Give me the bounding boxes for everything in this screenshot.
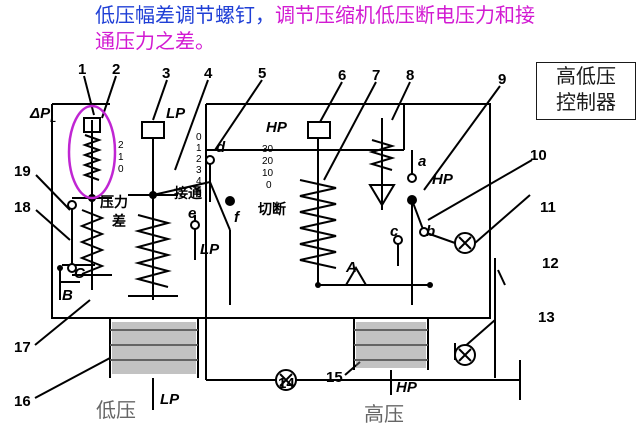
scale-hp-2: 10 xyxy=(262,168,274,179)
num-19: 19 xyxy=(14,163,31,180)
label-hp-bottom: HP xyxy=(396,379,418,396)
label-B: B xyxy=(62,287,73,304)
scale-mid-3: 3 xyxy=(196,165,202,176)
label-lp-mid: LP xyxy=(200,241,220,258)
num-1: 1 xyxy=(78,61,86,78)
label-d: d xyxy=(216,139,226,156)
label-f: f xyxy=(234,209,241,226)
badge-line1: 高低压 xyxy=(556,64,616,88)
label-dp: ΔPL xyxy=(29,105,56,125)
num-7: 7 xyxy=(372,67,380,84)
num-13: 13 xyxy=(538,309,555,326)
label-b: b xyxy=(426,223,435,240)
caption-blue: 低压幅差调节螺钉， xyxy=(95,3,275,27)
label-e: e xyxy=(188,205,196,222)
label-hp-right: HP xyxy=(432,171,454,188)
lamp-14 xyxy=(275,369,297,391)
num-15: 15 xyxy=(326,369,343,386)
label-a: a xyxy=(418,153,426,170)
schematic: 1 2 3 4 5 6 7 8 9 10 11 12 13 14 15 16 1… xyxy=(14,61,559,410)
num-11: 11 xyxy=(540,199,556,216)
scale-hp-0: 30 xyxy=(262,144,274,155)
num-14: 14 xyxy=(278,375,295,392)
num-16: 16 xyxy=(14,393,31,410)
scale-left-1: 1 xyxy=(118,152,124,163)
diagram: 低压幅差调节螺钉，调节压缩机低压断电压力和接通压力之差。 高低压 控制器 xyxy=(14,2,636,426)
caption-magenta: 调节压缩机低压断电压力和接通压力之差。 xyxy=(95,3,535,53)
controller-badge: 高低压 控制器 xyxy=(536,62,636,120)
label-C: C xyxy=(74,265,86,282)
lp-bellows xyxy=(112,322,196,374)
hp-bellows xyxy=(356,322,426,368)
label-lp-top: LP xyxy=(166,105,186,122)
label-cutoff: 切断 xyxy=(258,201,286,218)
scale-hp-3: 0 xyxy=(266,180,272,191)
scale-left-2: 0 xyxy=(118,164,124,175)
scale-mid-0: 0 xyxy=(196,132,202,143)
scale-mid-4: 4 xyxy=(196,176,202,187)
label-pressure-diff-2: 差 xyxy=(112,213,126,230)
caption: 低压幅差调节螺钉，调节压缩机低压断电压力和接通压力之差。 xyxy=(95,2,535,54)
num-8: 8 xyxy=(406,67,414,84)
label-c: c xyxy=(390,223,399,240)
label-low-pressure: 低压 xyxy=(96,398,136,422)
housing-outline xyxy=(51,103,491,319)
num-10: 10 xyxy=(530,147,547,164)
num-18: 18 xyxy=(14,199,31,216)
label-hp-top: HP xyxy=(266,119,288,136)
num-9: 9 xyxy=(498,71,506,88)
lamp-11 xyxy=(454,232,476,254)
badge-line2: 控制器 xyxy=(556,90,616,114)
scale-mid-1: 1 xyxy=(196,143,202,154)
num-3: 3 xyxy=(162,65,170,82)
label-lp-bottom: LP xyxy=(160,391,180,408)
label-connect: 接通 xyxy=(174,185,202,202)
scale-mid-2: 2 xyxy=(196,154,202,165)
label-pressure-diff-1: 压力 xyxy=(100,194,128,211)
num-5: 5 xyxy=(258,65,266,82)
num-2: 2 xyxy=(112,61,120,78)
num-17: 17 xyxy=(14,339,31,356)
highlight-ellipse xyxy=(67,104,117,200)
lamp-13 xyxy=(454,344,476,366)
scale-left-0: 2 xyxy=(118,140,124,151)
scale-mid-5: 5 xyxy=(196,187,202,198)
num-6: 6 xyxy=(338,67,346,84)
num-4: 4 xyxy=(204,65,213,82)
scale-hp-1: 20 xyxy=(262,156,274,167)
num-12: 12 xyxy=(542,255,559,272)
label-A: A xyxy=(345,259,357,276)
